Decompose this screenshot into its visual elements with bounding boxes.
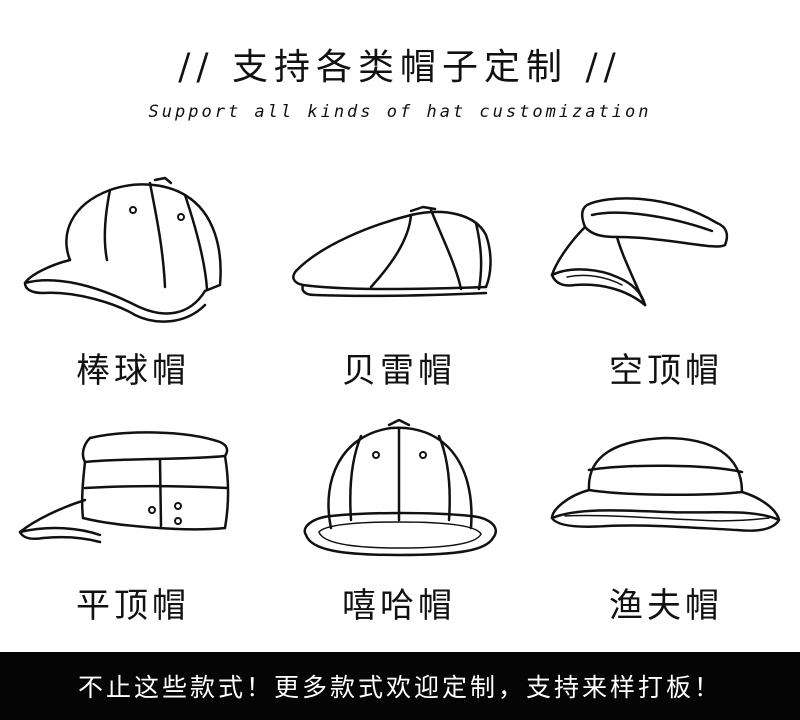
hat-label: 贝雷帽 [342,351,456,391]
hat-item-visor: 空顶帽 [532,165,800,400]
header: // 支持各类帽子定制 // Support all kinds of hat … [0,38,800,122]
hat-item-beret: 贝雷帽 [266,165,532,400]
page-title: // 支持各类帽子定制 // [178,47,622,88]
hat-label: 平顶帽 [76,586,190,626]
hat-grid: 棒球帽 贝雷帽 [0,165,800,635]
footer-text: 不止这些款式！更多款式欢迎定制，支持来样打板！ [77,673,722,702]
hat-label: 嘻哈帽 [342,586,456,626]
beret-icon [281,165,517,325]
hat-item-flat-top-cap: 平顶帽 [0,400,266,635]
hat-label: 棒球帽 [76,351,190,391]
footer-banner: 不止这些款式！更多款式欢迎定制，支持来样打板！ [0,652,800,720]
visor-icon [547,165,783,325]
hip-hop-cap-icon [281,400,517,560]
hat-label: 渔夫帽 [609,586,723,626]
bucket-hat-icon [547,400,783,560]
flat-top-cap-icon [15,400,251,560]
hat-item-baseball-cap: 棒球帽 [0,165,266,400]
baseball-cap-icon [15,165,251,325]
hat-label: 空顶帽 [609,351,723,391]
page-subtitle: Support all kinds of hat customization [148,102,652,122]
hat-item-bucket-hat: 渔夫帽 [532,400,800,635]
hat-item-hip-hop-cap: 嘻哈帽 [266,400,532,635]
